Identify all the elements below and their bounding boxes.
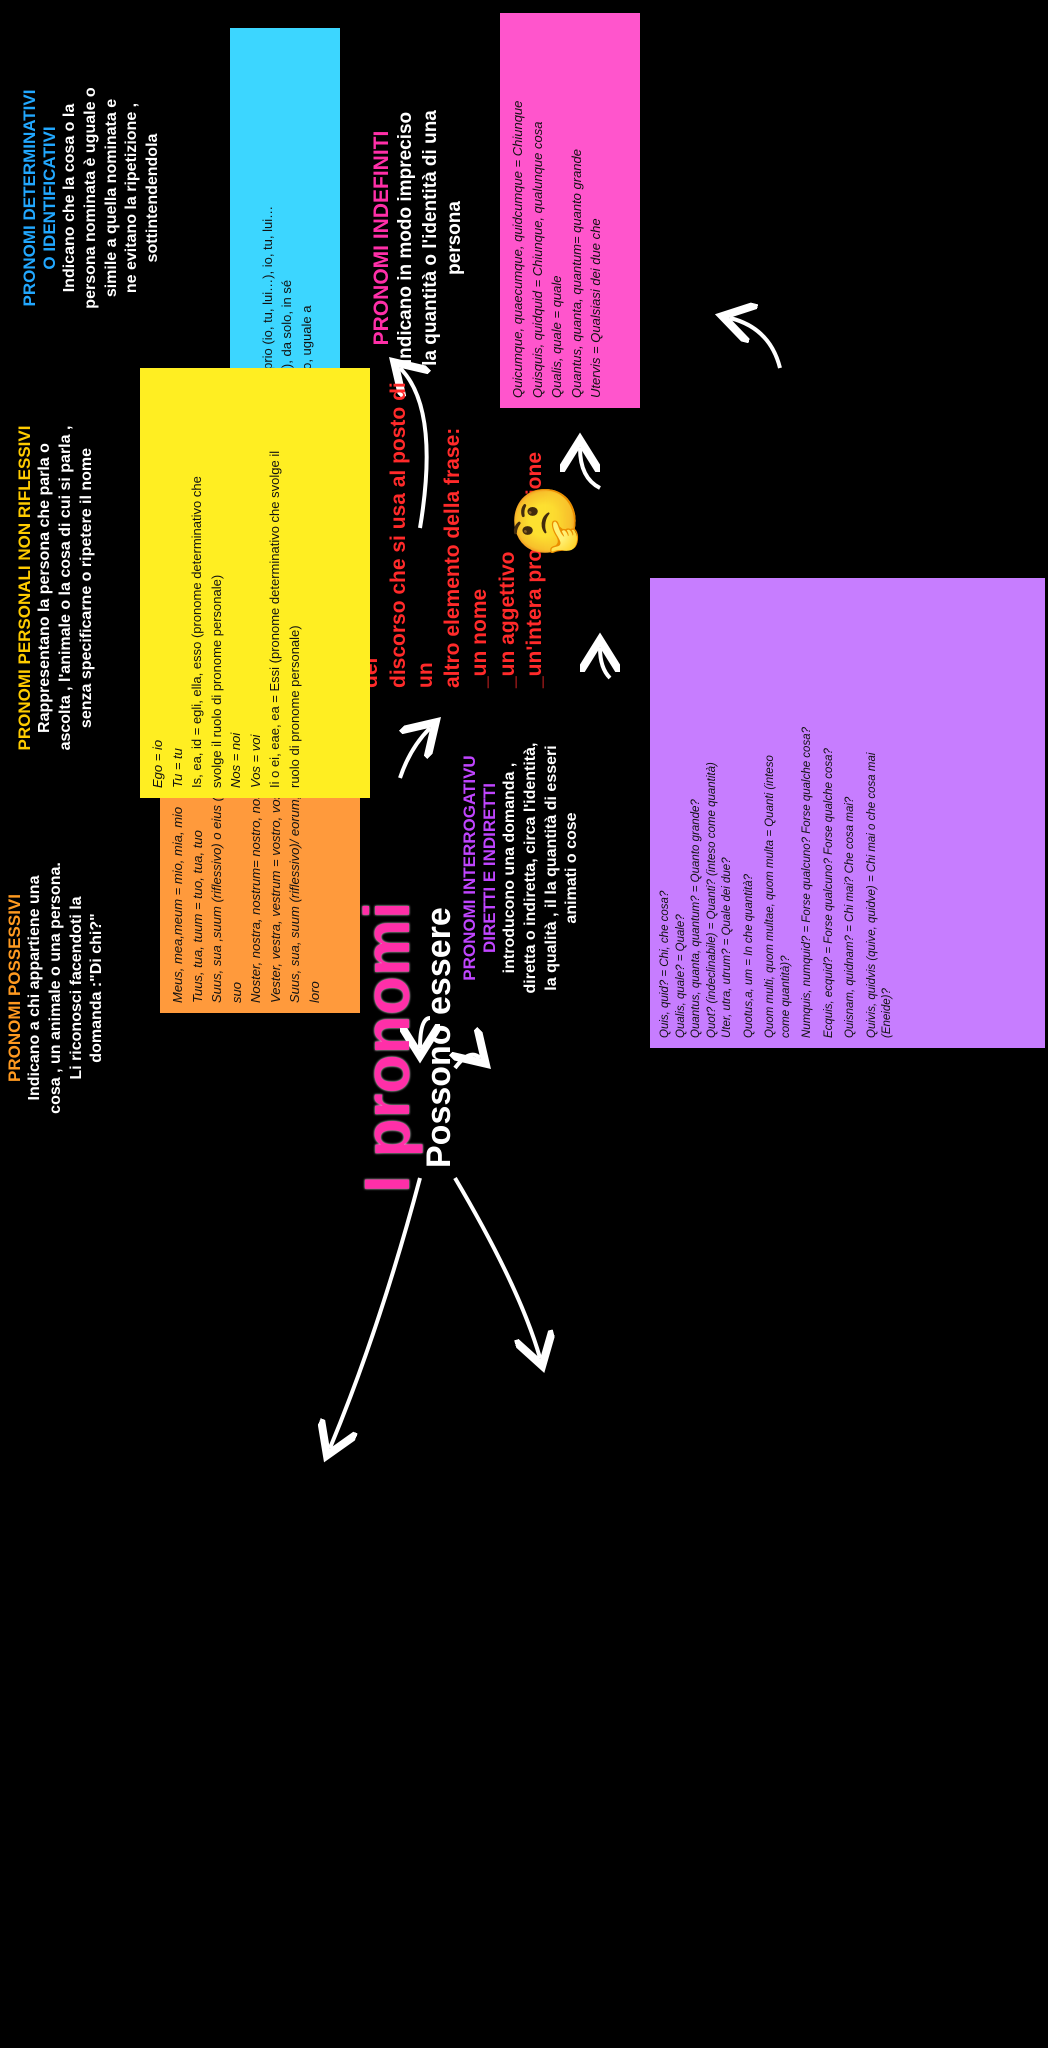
arrow-to-esclamativi: [730, 318, 782, 369]
arrow-to-relativi-indefiniti: [400, 368, 427, 529]
non-riflessivi-header: PRONOMI PERSONALI NON RIFLESSIVI Rappres…: [15, 425, 95, 751]
non-riflessivi-box: Ego = io Tu = tu Is, ea, id = egli, ella…: [140, 368, 370, 798]
arrow-to-indefiniti: [453, 1176, 540, 1358]
arrow-to-relativi: [580, 448, 601, 490]
arrow-to-possessivi: [420, 1016, 430, 1048]
arrow-to-interrogativi: [455, 1055, 480, 1070]
arrow-to-non-riflessivi: [398, 728, 430, 779]
arrow-to-determinativi: [330, 1177, 422, 1448]
arrow-to-reciproci: [600, 648, 610, 680]
